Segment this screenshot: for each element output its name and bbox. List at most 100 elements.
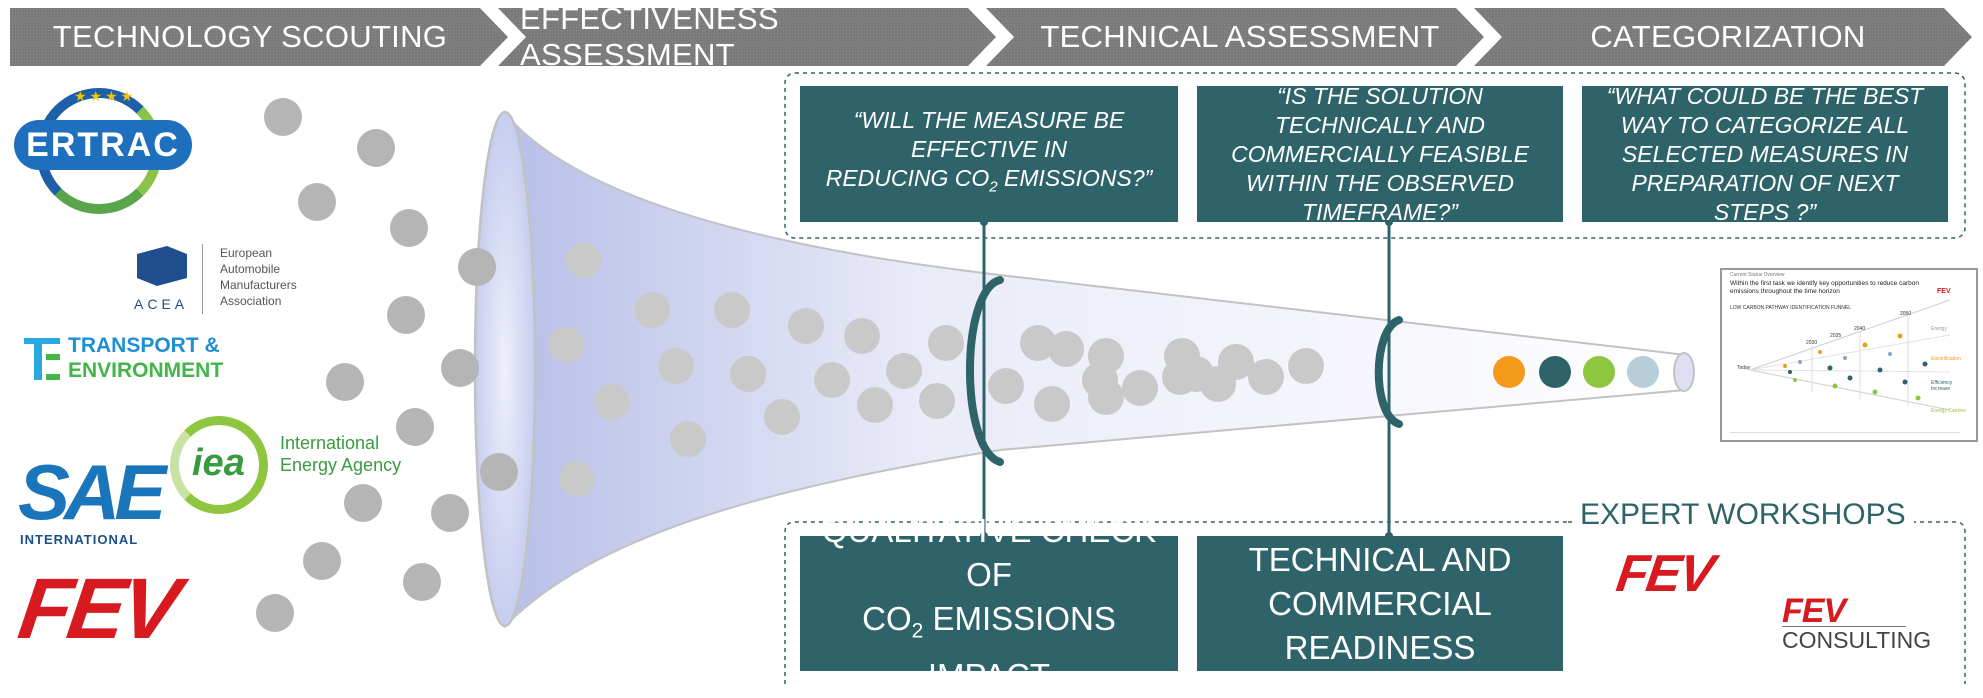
expert-workshops-label: EXPERT WORKSHOPS (1572, 498, 1914, 532)
phase-chevron-4 (1474, 8, 1972, 66)
diagram-canvas (10, 8, 1978, 684)
iea-name-line: International (280, 433, 380, 453)
thumbnail-header: Current Status Overview (1730, 272, 1785, 278)
measure-dot (326, 363, 364, 401)
check-text-part: CO (862, 600, 912, 638)
measure-dot (1248, 359, 1284, 395)
te-line2: ENVIRONMENT (68, 359, 224, 382)
thumbnail-year: 2040 (1854, 326, 1866, 332)
measure-dot (988, 368, 1024, 404)
measure-dot (559, 461, 595, 497)
measure-dot (387, 296, 425, 334)
measure-dot (303, 542, 341, 580)
measure-dot (548, 327, 584, 363)
measure-dot (441, 349, 479, 387)
measure-dot (1218, 344, 1254, 380)
measure-dot (403, 563, 441, 601)
measure-dot (298, 183, 336, 221)
acea-name-line: Manufacturers (220, 278, 297, 292)
phase-categorization: CATEGORIZATION (1590, 19, 1866, 54)
filter-ring-1 (966, 276, 1004, 466)
question-box-3 (1582, 86, 1948, 222)
question-box-2 (1197, 86, 1563, 222)
filter-ring-2 (1374, 316, 1403, 428)
thumbnail-category: Energy (1931, 326, 1947, 332)
measure-dot (396, 408, 434, 446)
question-subscript: 2 (989, 178, 998, 196)
check-technical-commercial-readiness: TECHNICAL AND COMMERCIAL READINESS (1248, 540, 1512, 666)
measure-dot (814, 362, 850, 398)
measure-dot (886, 353, 922, 389)
star-icon: ★★★★ (74, 88, 137, 104)
measure-dot (1048, 331, 1084, 367)
measure-dot (844, 318, 880, 354)
measure-dot (594, 384, 630, 420)
sae-text: SAE (18, 448, 166, 536)
check-qualitative-co2: QUALITATIVE CHECK OF CO2 EMISSIONS IMPAC… (800, 512, 1178, 694)
check-text-part: EMISSIONS IMPACT (923, 600, 1116, 694)
iea-text: iea (192, 442, 245, 484)
fev-logo-workshop: FEV (1612, 545, 1717, 603)
question-categorization: “WHAT COULD BE THE BEST WAY TO CATEGORIZ… (1606, 82, 1924, 225)
check-subscript: 2 (911, 619, 924, 643)
check-box-1 (800, 536, 1178, 671)
checks-group (784, 521, 1966, 684)
measure-dot (256, 594, 294, 632)
iea-full-name: International Energy Agency (280, 432, 401, 476)
thumbnail-subtitle: LOW CARBON PATHWAY IDENTIFICATION FUNNEL (1730, 305, 1852, 311)
questions-group (784, 72, 1966, 239)
iea-name-line: Energy Agency (280, 455, 402, 475)
funnel-mouth (473, 110, 537, 628)
ertrac-text: ERTRAC (14, 120, 192, 170)
question-text-part: REDUCING CO (825, 165, 990, 192)
acea-name-line: European (220, 246, 273, 260)
acea-full-name: European Automobile Manufacturers Associ… (220, 245, 297, 309)
sae-logo: SAE INTERNATIONAL (18, 452, 168, 548)
funnel-spout (1673, 352, 1695, 392)
fev-logo-partner: FEV (13, 561, 183, 657)
measure-dot (566, 242, 602, 278)
output-dot-teal (1539, 356, 1571, 388)
measure-dot (1288, 348, 1324, 384)
question-effectiveness-line2: REDUCING CO2 EMISSIONS?” (826, 164, 1153, 202)
measure-dot (764, 399, 800, 435)
transport-environment-logo: TRANSPORT & ENVIRONMENT (24, 334, 264, 386)
measure-dot (390, 209, 428, 247)
question-effectiveness-line1: “WILL THE MEASURE BE EFFECTIVE IN (853, 107, 1125, 163)
measure-dot (264, 98, 302, 136)
measure-dot (458, 248, 496, 286)
thumbnail-year: 2035 (1830, 333, 1842, 339)
output-dot-orange (1493, 356, 1525, 388)
measure-dot (1122, 370, 1158, 406)
phase-effectiveness-assessment: EFFECTIVENESS ASSESSMENT (520, 1, 779, 72)
measure-dot (730, 356, 766, 392)
measure-dot (928, 325, 964, 361)
thumbnail-year: 2050 (1900, 311, 1912, 317)
acea-cube-icon (137, 246, 187, 286)
question-box-1 (800, 86, 1178, 222)
measure-dot (919, 383, 955, 419)
measure-dot (1088, 379, 1124, 415)
measure-dot (857, 387, 893, 423)
phase-chevron-3 (986, 8, 1484, 66)
output-dot-lightblue (1627, 356, 1659, 388)
acea-short: ACEA (134, 296, 189, 312)
result-slide-thumbnail (1720, 268, 1978, 442)
measure-dot (431, 494, 469, 532)
phase-chevron-1 (10, 8, 508, 66)
question-effectiveness: “WILL THE MEASURE BE EFFECTIVE IN REDUCI… (800, 86, 1178, 222)
output-dot-green (1583, 356, 1615, 388)
acea-name-line: Automobile (220, 262, 281, 276)
check-qualitative-line1: QUALITATIVE CHECK OF (821, 512, 1157, 594)
measure-dot (357, 129, 395, 167)
check-qualitative-line2: CO2 EMISSIONS IMPACT (800, 597, 1178, 698)
measure-dot (714, 292, 750, 328)
acea-logo: ACEA European Automobile Manufacturers A… (134, 244, 314, 316)
thumbnail-title: Within the first task we identify key op… (1730, 280, 1919, 295)
thumbnail-year: 2030 (1806, 340, 1818, 346)
fev-consulting-label: CONSULTING (1782, 626, 1932, 653)
measure-dot (1020, 325, 1056, 361)
measure-dots-funnel (548, 242, 1324, 497)
te-line1: TRANSPORT & (68, 334, 220, 357)
check-box-2 (1197, 536, 1563, 671)
